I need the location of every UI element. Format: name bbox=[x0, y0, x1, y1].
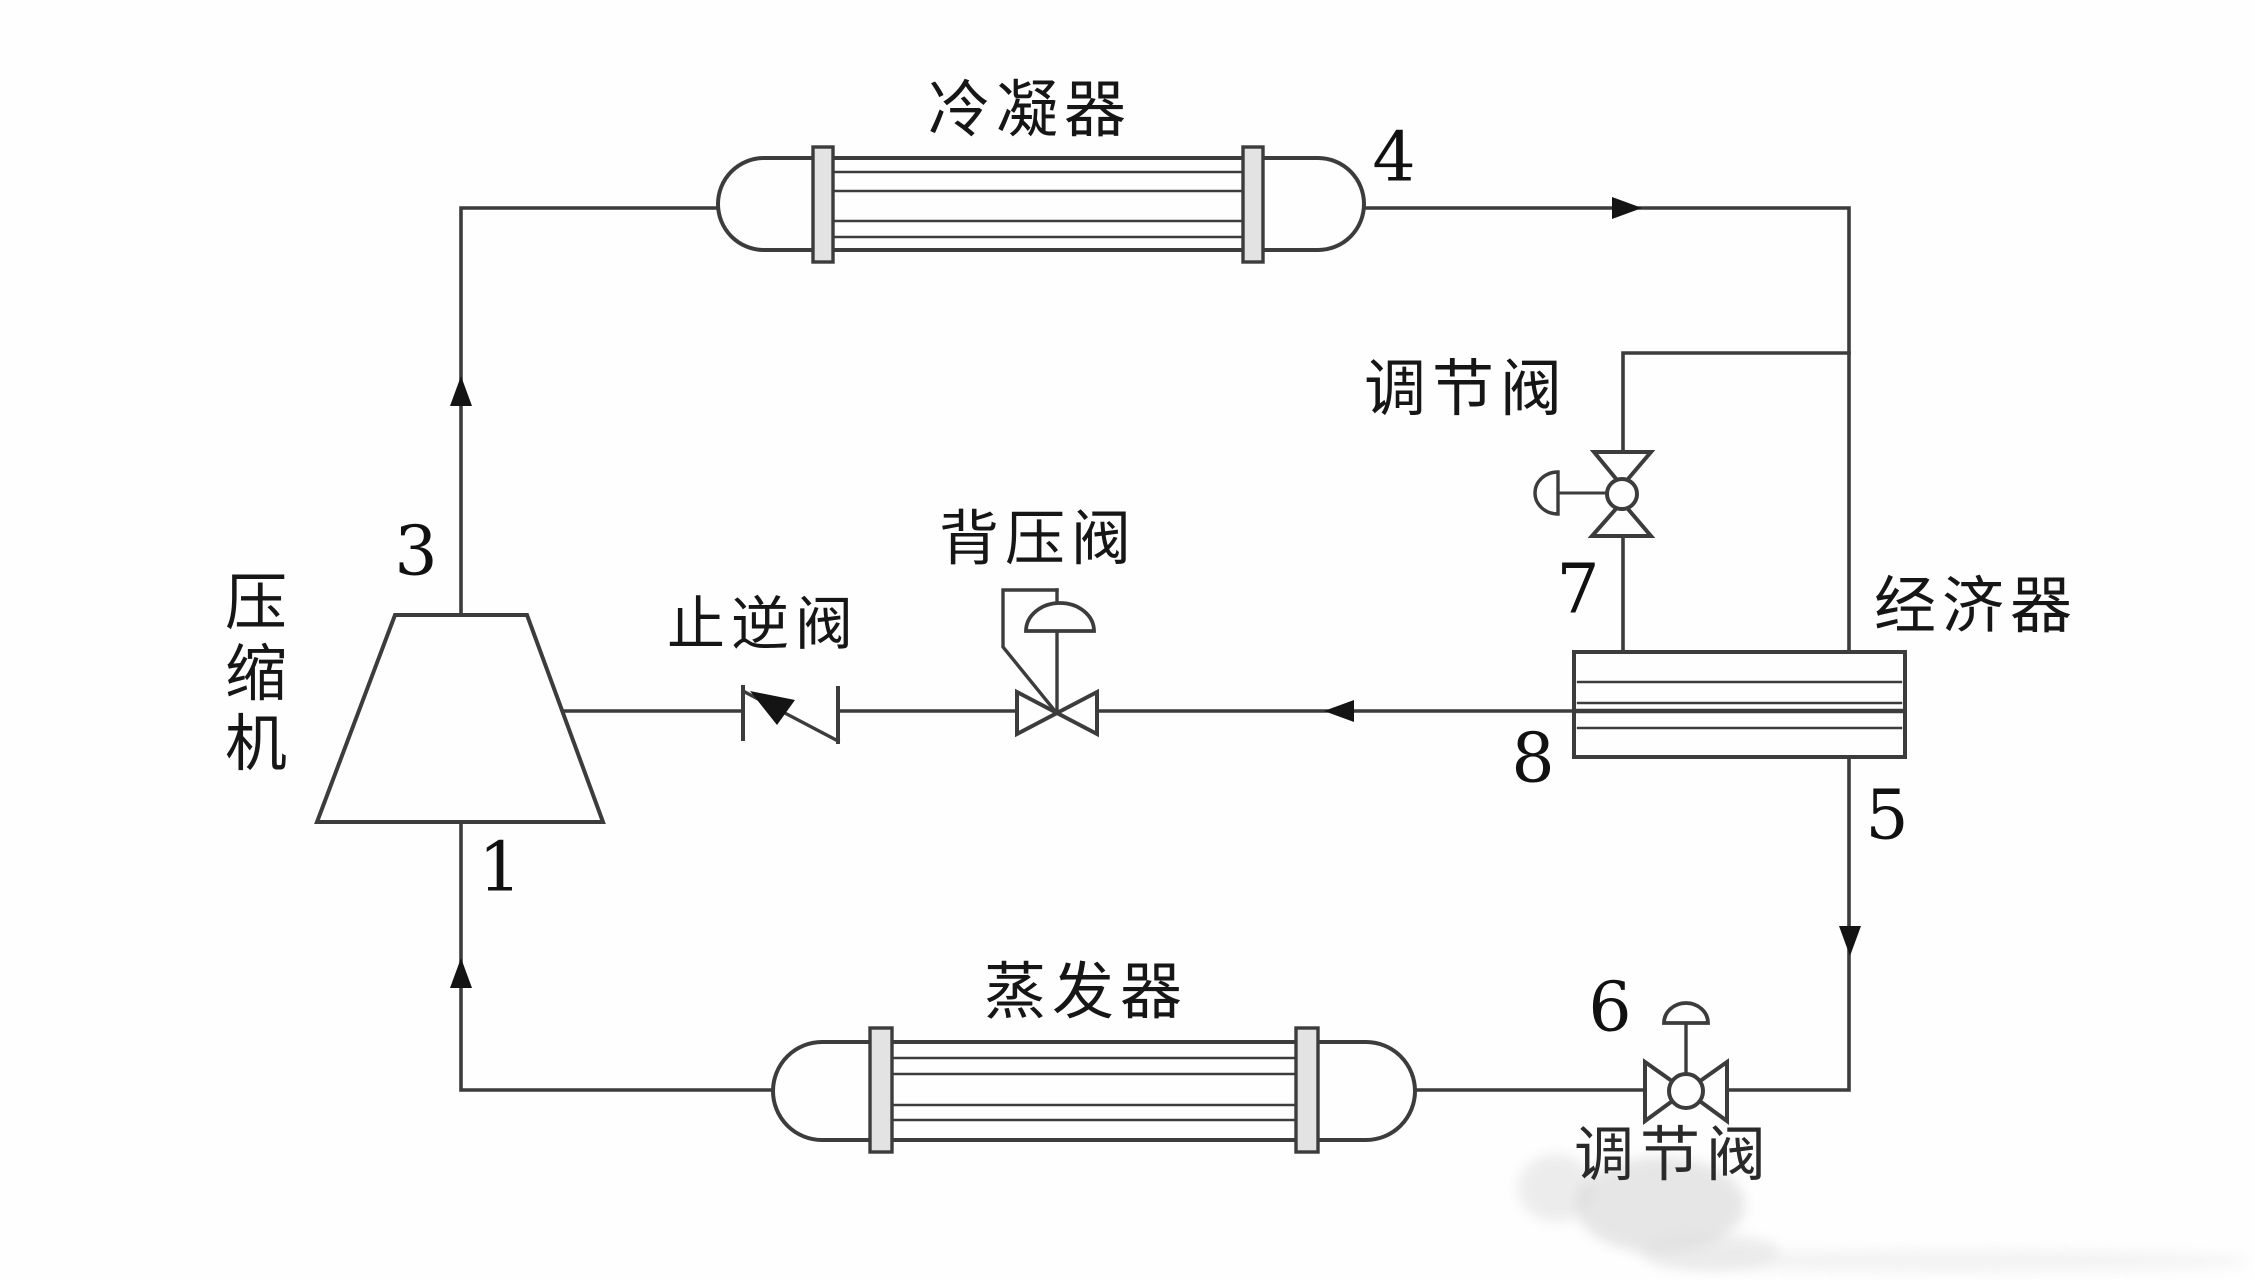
check-valve-symbol bbox=[740, 685, 841, 744]
arrow-up-discharge-icon bbox=[450, 376, 472, 406]
regulating-valve-6-symbol bbox=[1643, 1001, 1729, 1125]
condenser-symbol bbox=[716, 145, 1366, 264]
arrow-up-suction-icon bbox=[450, 958, 472, 988]
watermark-smudge bbox=[1650, 1250, 2250, 1272]
regulating-valve-bottom-label: 调节阀 bbox=[1574, 1120, 1772, 1191]
state-point-4: 4 bbox=[1372, 118, 1416, 198]
pipe-condenser-outlet bbox=[1362, 206, 1851, 654]
watermark-smudge bbox=[1640, 1234, 1780, 1270]
condenser-tube-lines bbox=[831, 170, 1245, 239]
check-valve-label: 止逆阀 bbox=[666, 590, 860, 658]
pipe-branch-to-valve7 bbox=[1621, 351, 1851, 454]
economizer-shell bbox=[1572, 650, 1907, 759]
compressor-symbol bbox=[314, 613, 606, 824]
bpv-pilot-line bbox=[1001, 588, 1059, 714]
economizer-label: 经济器 bbox=[1873, 569, 2079, 642]
back-pressure-valve-label: 背压阀 bbox=[939, 504, 1137, 575]
evaporator-symbol bbox=[771, 1026, 1417, 1154]
state-point-6: 6 bbox=[1588, 968, 1632, 1048]
valve6-dome bbox=[1662, 1001, 1710, 1025]
back-pressure-valve-symbol bbox=[1001, 588, 1099, 738]
watermark-smudge bbox=[1518, 1154, 1594, 1222]
evaporator-tube-lines bbox=[890, 1056, 1298, 1122]
arrow-down-right-icon bbox=[1839, 926, 1861, 956]
evaporator-shell bbox=[771, 1040, 1417, 1142]
evaporator-label: 蒸发器 bbox=[983, 955, 1189, 1028]
flow-arrows bbox=[450, 197, 1861, 988]
state-point-7: 7 bbox=[1556, 550, 1600, 630]
compressor-label: 压缩机 bbox=[224, 565, 287, 781]
condenser-flange-right bbox=[1241, 145, 1265, 264]
pipes bbox=[459, 206, 1851, 1092]
evaporator-flange-left bbox=[868, 1026, 894, 1154]
regulating-valve-top-label: 调节阀 bbox=[1363, 352, 1569, 425]
arrow-left-mid-icon bbox=[1324, 700, 1354, 722]
state-point-5: 5 bbox=[1865, 776, 1909, 856]
condenser-shell bbox=[716, 156, 1366, 252]
state-point-3: 3 bbox=[394, 512, 438, 592]
condenser-label: 冷凝器 bbox=[927, 73, 1133, 146]
valve7-handwheel bbox=[1533, 470, 1560, 516]
pipe-liquid-down bbox=[1725, 755, 1851, 1092]
evaporator-flange-right bbox=[1294, 1026, 1320, 1154]
arrow-right-top-icon bbox=[1612, 197, 1642, 219]
economizer-symbol bbox=[1572, 650, 1907, 759]
bpv-dome bbox=[1024, 601, 1096, 633]
pipe-suction bbox=[459, 820, 775, 1092]
state-point-1: 1 bbox=[478, 828, 522, 908]
state-point-8: 8 bbox=[1511, 719, 1555, 799]
regulating-valve-7-symbol bbox=[1533, 450, 1656, 538]
pipe-discharge bbox=[459, 206, 720, 617]
condenser-flange-left bbox=[811, 145, 835, 264]
check-valve-flap-icon bbox=[750, 691, 795, 725]
